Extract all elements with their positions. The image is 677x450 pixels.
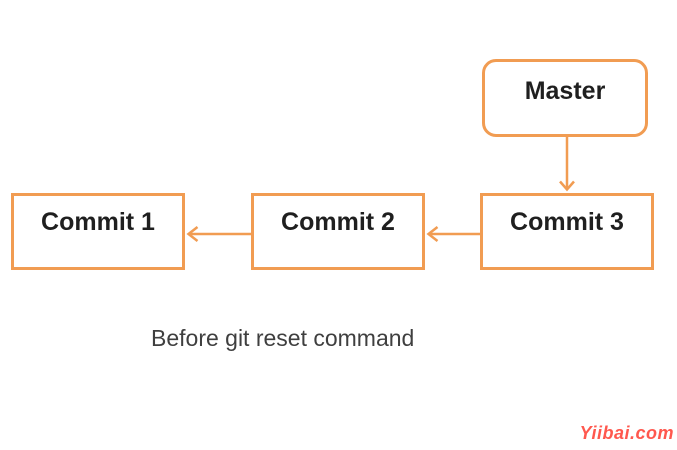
arrowhead-left-icon [186, 226, 199, 242]
node-commit3-label: Commit 3 [510, 207, 624, 236]
arrowhead-left-icon [426, 226, 439, 242]
watermark: Yiibai.com [579, 423, 674, 443]
node-master-label: Master [524, 77, 606, 105]
arrowhead-down-icon [559, 180, 575, 192]
arrow-commit2-to-commit1 [186, 226, 251, 242]
node-master: Master [482, 59, 648, 137]
node-commit2-label: Commit 2 [281, 207, 395, 236]
arrow-commit3-to-commit2 [426, 226, 480, 242]
node-commit1: Commit 1 [11, 193, 185, 270]
node-commit3: Commit 3 [480, 193, 654, 270]
node-commit2: Commit 2 [251, 193, 425, 270]
diagram-caption: Before git reset command [151, 325, 415, 351]
node-commit1-label: Commit 1 [41, 207, 155, 236]
arrow-master-to-commit3 [559, 137, 575, 192]
